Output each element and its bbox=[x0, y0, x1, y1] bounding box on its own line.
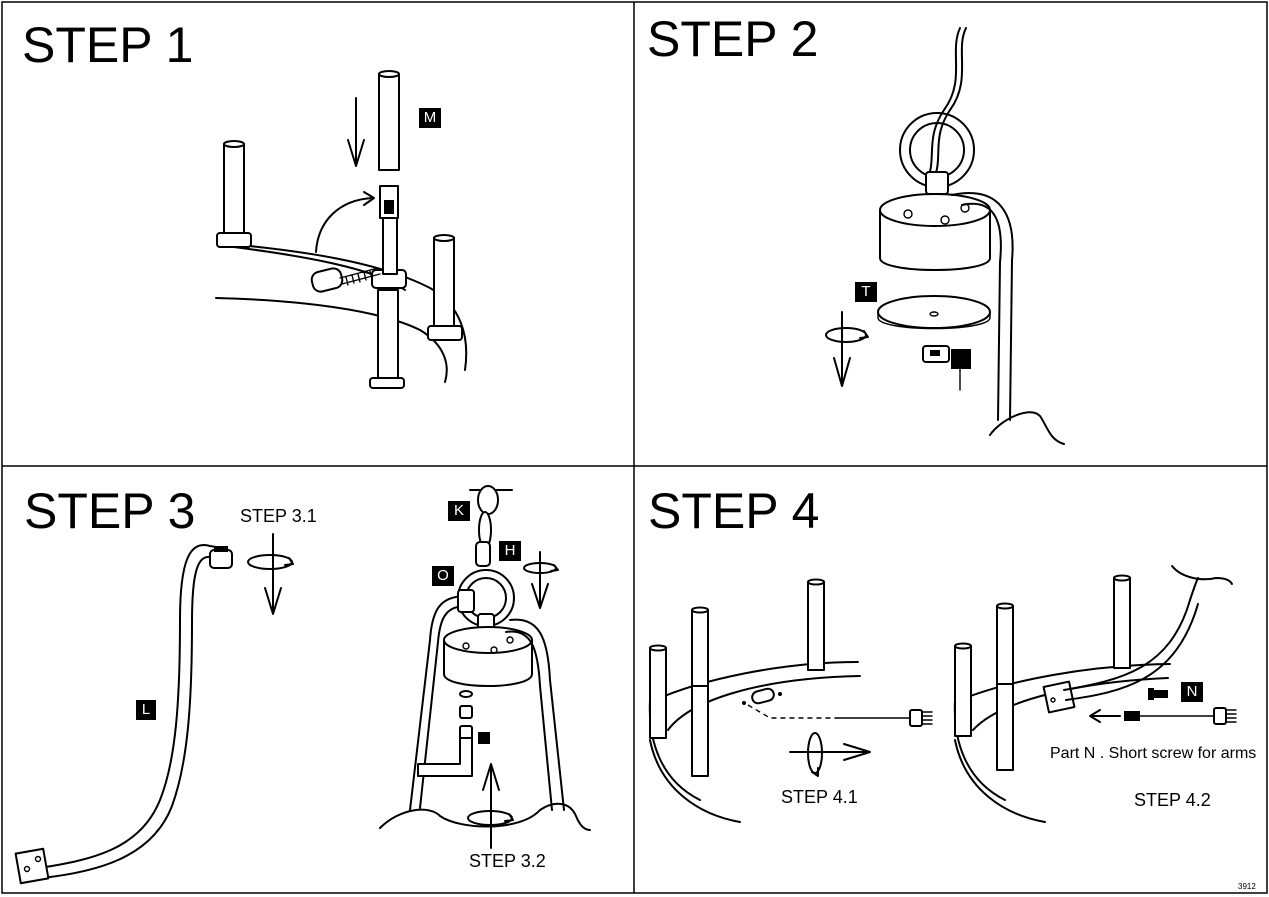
part-label-nut bbox=[951, 349, 971, 369]
step-3-1-label: STEP 3.1 bbox=[240, 506, 317, 526]
step-3-title: STEP 3 bbox=[24, 483, 196, 539]
part-label-l: L bbox=[136, 700, 156, 720]
step-2-title: STEP 2 bbox=[647, 11, 819, 67]
part-n-note: Part N . Short screw for arms bbox=[1050, 745, 1257, 762]
step-3-2-label: STEP 3.2 bbox=[469, 851, 546, 871]
part-label-m: M bbox=[419, 108, 441, 128]
part-label-t: T bbox=[855, 282, 877, 302]
step-1-title: STEP 1 bbox=[22, 17, 194, 73]
part-label-fitting bbox=[478, 732, 490, 744]
part-label-n: N bbox=[1181, 682, 1203, 702]
part-label-o: O bbox=[432, 566, 454, 586]
document-code: 3912 bbox=[1238, 882, 1256, 891]
step-4-title: STEP 4 bbox=[648, 483, 820, 539]
part-label-h: H bbox=[499, 541, 521, 561]
part-label-k: K bbox=[448, 501, 470, 521]
step-4-2-label: STEP 4.2 bbox=[1134, 790, 1211, 810]
step-4-1-label: STEP 4.1 bbox=[781, 787, 858, 807]
